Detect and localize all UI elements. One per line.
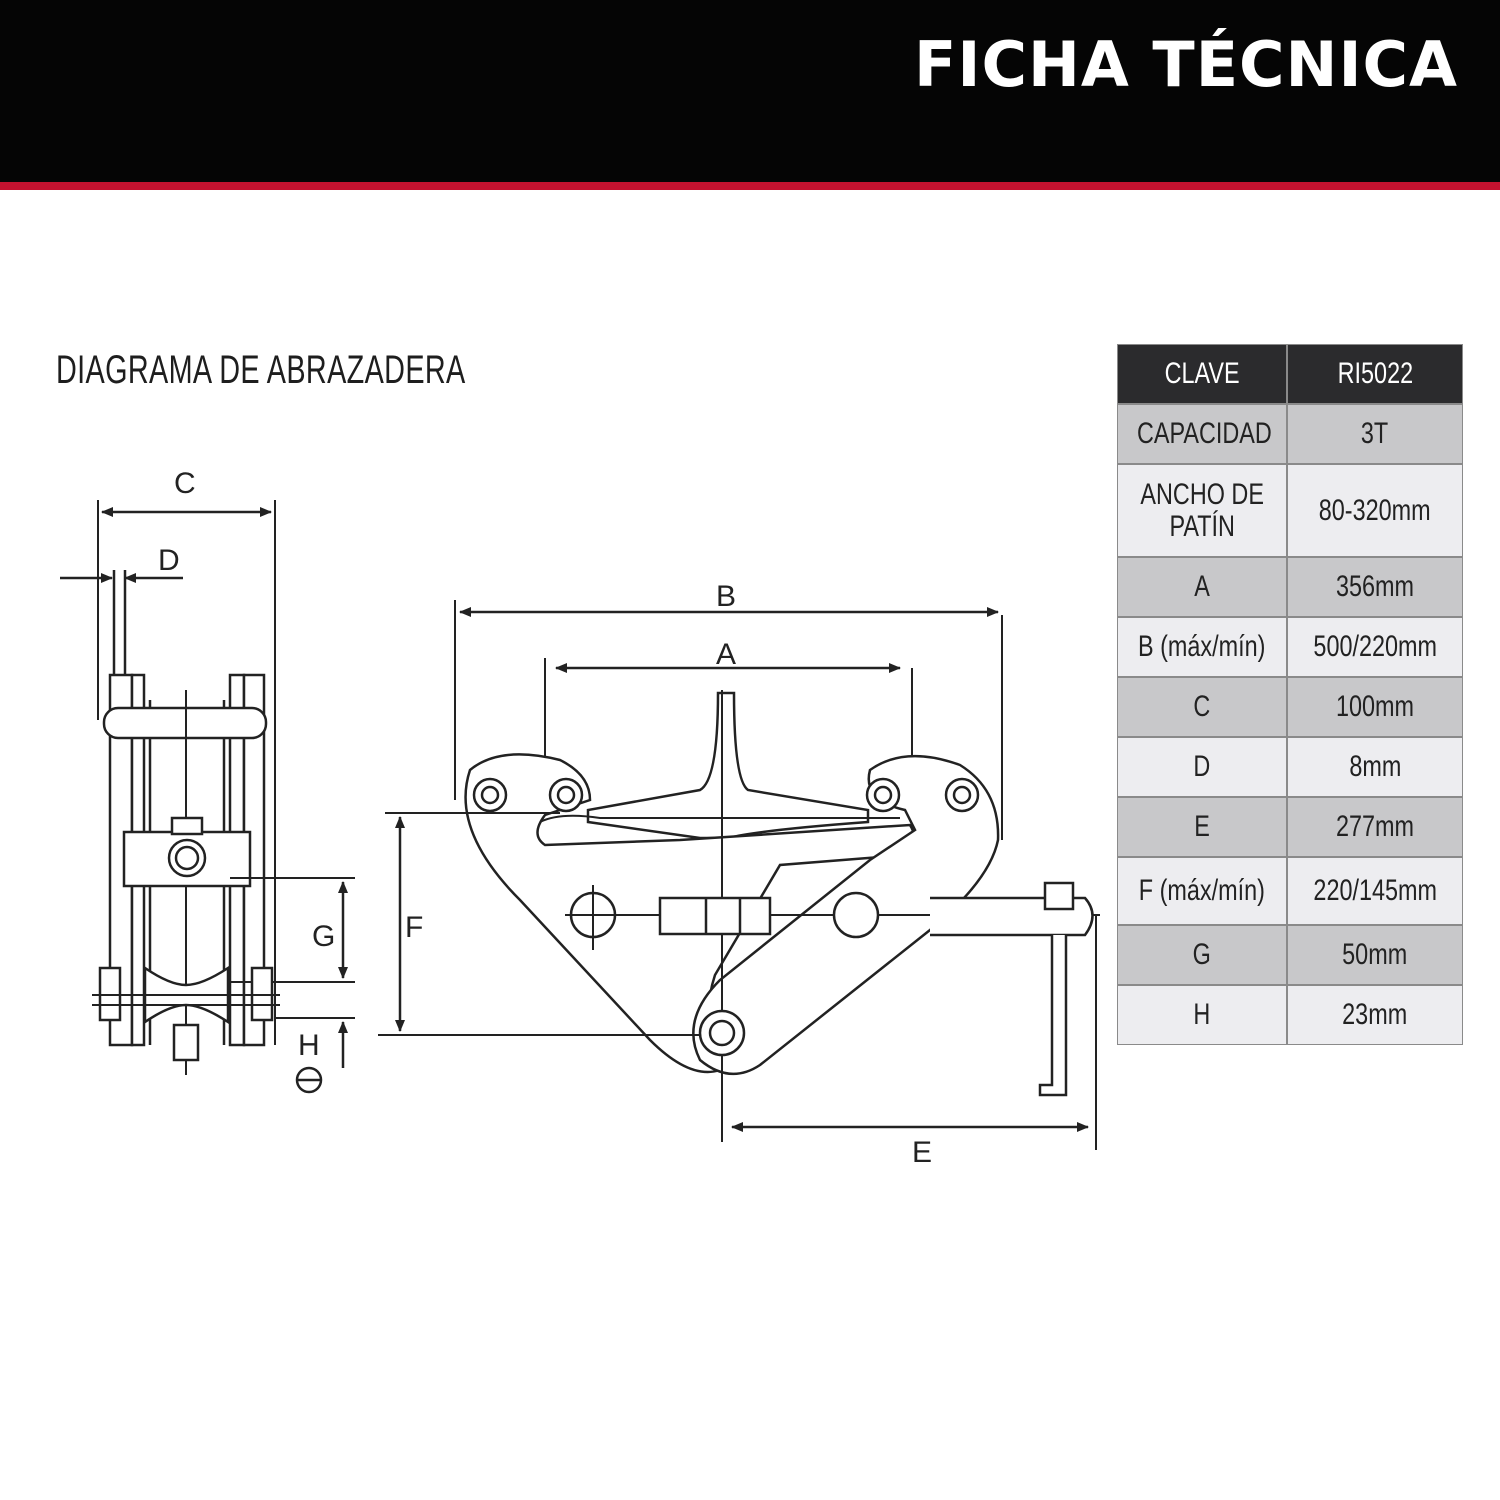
header-bar	[0, 0, 1500, 182]
dim-label-d: D	[158, 544, 180, 577]
spec-row: F (máx/mín) 220/145mm	[1116, 856, 1464, 926]
spec-row: C 100mm	[1116, 676, 1464, 738]
spec-value: 277mm	[1286, 796, 1464, 858]
spec-row: D 8mm	[1116, 736, 1464, 798]
spec-row: CAPACIDAD 3T	[1116, 403, 1464, 465]
spec-value: 8mm	[1286, 736, 1464, 798]
spec-value: 356mm	[1286, 556, 1464, 618]
spec-row: G 50mm	[1116, 924, 1464, 986]
spec-value: 23mm	[1286, 984, 1464, 1046]
spec-value: 500/220mm	[1286, 616, 1464, 678]
dim-label-c: C	[174, 467, 196, 500]
spec-key: G	[1116, 924, 1288, 986]
spec-key: D	[1116, 736, 1288, 798]
spec-key: F (máx/mín)	[1116, 856, 1288, 926]
dim-label-e: E	[912, 1136, 932, 1169]
page-title: FICHA TÉCNICA	[914, 28, 1458, 101]
spec-key: E	[1116, 796, 1288, 858]
spec-row: B (máx/mín) 500/220mm	[1116, 616, 1464, 678]
spec-value: 80-320mm	[1286, 463, 1464, 558]
spec-row: E 277mm	[1116, 796, 1464, 858]
spec-row: H 23mm	[1116, 984, 1464, 1046]
spec-key: H	[1116, 984, 1288, 1046]
spec-key: B (máx/mín)	[1116, 616, 1288, 678]
spec-value: 100mm	[1286, 676, 1464, 738]
dim-label-g: G	[312, 920, 335, 953]
spec-value: 220/145mm	[1286, 856, 1464, 926]
header-accent-stripe	[0, 182, 1500, 190]
dim-label-f: F	[405, 911, 423, 944]
dim-label-h: H	[298, 1029, 320, 1062]
diagram-title: DIAGRAMA DE ABRAZADERA	[56, 348, 466, 392]
spec-row: A 356mm	[1116, 556, 1464, 618]
dim-label-b: B	[716, 580, 736, 613]
side-view: C D G H	[60, 467, 355, 1094]
spec-key: CAPACIDAD	[1116, 403, 1288, 465]
spec-key: CLAVE	[1116, 343, 1288, 405]
spec-key: C	[1116, 676, 1288, 738]
spec-key: A	[1116, 556, 1288, 618]
spec-value: 3T	[1286, 403, 1464, 465]
spec-value: 50mm	[1286, 924, 1464, 986]
spec-value: RI5022	[1286, 343, 1464, 405]
dim-label-a: A	[716, 638, 736, 671]
front-view: B A	[378, 580, 1100, 1169]
spec-header-row: CLAVE RI5022	[1116, 343, 1464, 405]
